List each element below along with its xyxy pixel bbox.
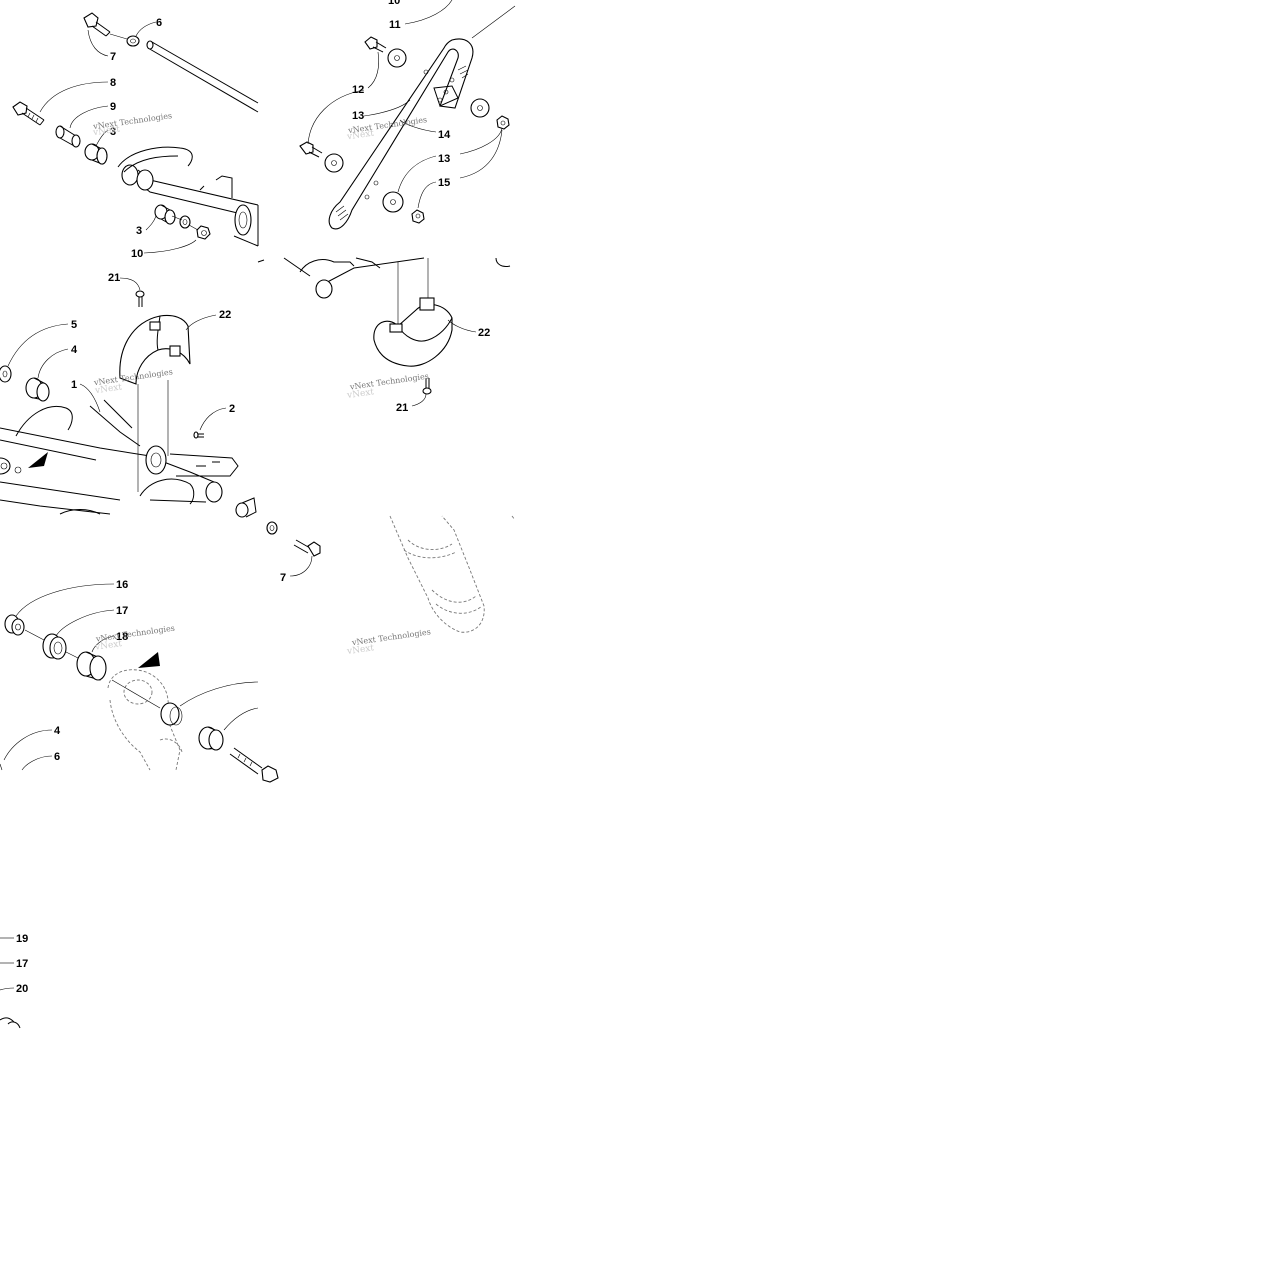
callout-6-lower: 6 [54, 751, 60, 763]
panel-top-left: 6 7 8 9 3 3 10 vNext vNext Technologies [12, 12, 259, 260]
washer-13-right [470, 98, 490, 118]
callout-21: 21 [108, 272, 120, 284]
callout-15: 15 [438, 177, 450, 189]
bolt-8 [12, 101, 45, 126]
washer-6-mid [266, 521, 278, 535]
svg-text:vNext: vNext [346, 129, 375, 143]
svg-text:vNext: vNext [94, 639, 123, 653]
slide-block-22-right [373, 297, 453, 367]
svg-text:vNext: vNext [346, 387, 375, 401]
limiter-strap [328, 38, 474, 230]
svg-text:vNext Technologies: vNext Technologies [350, 627, 431, 647]
callout-5: 5 [71, 319, 77, 331]
callout-6: 6 [156, 17, 162, 29]
svg-text:vNext Technologies: vNext Technologies [348, 372, 429, 392]
bushing-3-lower [154, 204, 176, 225]
part-5 [0, 365, 12, 383]
callout-17: 17 [116, 605, 128, 617]
bolt-7 [83, 12, 111, 37]
arrow-marker [28, 452, 48, 468]
callout-13-upper: 13 [352, 110, 364, 122]
nut-10 [196, 225, 211, 240]
callout-22: 22 [219, 309, 231, 321]
callout-7-mid: 7 [280, 572, 286, 584]
bushing-center [160, 702, 183, 726]
callout-21-right: 21 [396, 402, 408, 414]
watermark: vNext vNext Technologies [346, 372, 430, 402]
washer-10 [179, 215, 191, 229]
callout-22-right: 22 [478, 327, 490, 339]
callout-8: 8 [110, 77, 116, 89]
washer-13-bottom [382, 191, 404, 213]
spacer-9 [55, 125, 81, 148]
frame [0, 399, 239, 515]
callout-19: 19 [16, 933, 28, 945]
spacer-right [198, 726, 224, 751]
callout-2: 2 [229, 403, 235, 415]
nut-15-top [496, 115, 510, 130]
bolt-lower [229, 747, 279, 783]
panel-middle-right: 22 21 vNext vNext Technologies [257, 257, 511, 414]
panel-bottom-left: 16 17 18 4 6 vNext vNext Technologies [0, 579, 279, 783]
watermark: vNext vNext Technologies [92, 111, 173, 138]
bushing-17 [42, 633, 67, 660]
callout-4-lower: 4 [54, 725, 61, 737]
svg-text:vNext: vNext [346, 643, 375, 657]
watermark: vNext vNext Technologies [94, 624, 176, 653]
callout-3-upper: 3 [110, 126, 116, 138]
watermark: vNext vNext Technologies [346, 627, 432, 657]
washer-13-lower [324, 153, 344, 173]
bushing-4 [25, 377, 50, 402]
callout-4: 4 [71, 344, 78, 356]
bolt-7-mid [293, 539, 321, 557]
svg-text:vNext: vNext [94, 382, 123, 396]
svg-text:vNext: vNext [92, 124, 121, 138]
callout-3-lower: 3 [136, 225, 142, 237]
washer-6 [126, 35, 140, 47]
arrow-marker-lower [138, 652, 160, 668]
bolt-12-lower [299, 141, 323, 158]
panel-bottom-right: vNext vNext Technologies [346, 515, 516, 657]
bushing-3-upper [84, 143, 108, 165]
callout-16: 16 [116, 579, 128, 591]
panel-far-bottom-left: 19 17 20 [0, 933, 28, 1029]
screw-21-right [422, 378, 432, 395]
panel-top-right: 10 11 12 13 14 13 15 vNext vNext Technol… [299, 0, 516, 230]
callout-17-far: 17 [16, 958, 28, 970]
nut-15-bottom [411, 209, 425, 224]
svg-text:vNext Technologies: vNext Technologies [94, 624, 175, 644]
callout-1: 1 [71, 379, 77, 391]
bushing-right [235, 497, 257, 518]
callout-18: 18 [116, 631, 128, 643]
screw-21-top [135, 290, 145, 307]
bushing-16 [4, 614, 25, 636]
washer-13-top [387, 48, 407, 68]
callout-14: 14 [438, 129, 451, 141]
bushing-18 [76, 651, 107, 681]
shaft [146, 40, 259, 113]
callout-10-top: 10 [388, 0, 400, 7]
bolt-12-top [364, 36, 387, 53]
callout-10: 10 [131, 248, 143, 260]
callout-12: 12 [352, 84, 364, 96]
callout-11: 11 [389, 19, 401, 31]
slide-block-22 [119, 314, 191, 385]
panel-middle-left: 21 22 5 4 1 2 7 vNext vNext Technologies [0, 272, 321, 584]
svg-text:vNext Technologies: vNext Technologies [92, 111, 173, 131]
bolt-2 [193, 431, 204, 439]
swing-arm [117, 146, 259, 247]
callout-7: 7 [110, 51, 116, 63]
callout-20: 20 [16, 983, 28, 995]
callout-13-lower: 13 [438, 153, 450, 165]
callout-9: 9 [110, 101, 116, 113]
